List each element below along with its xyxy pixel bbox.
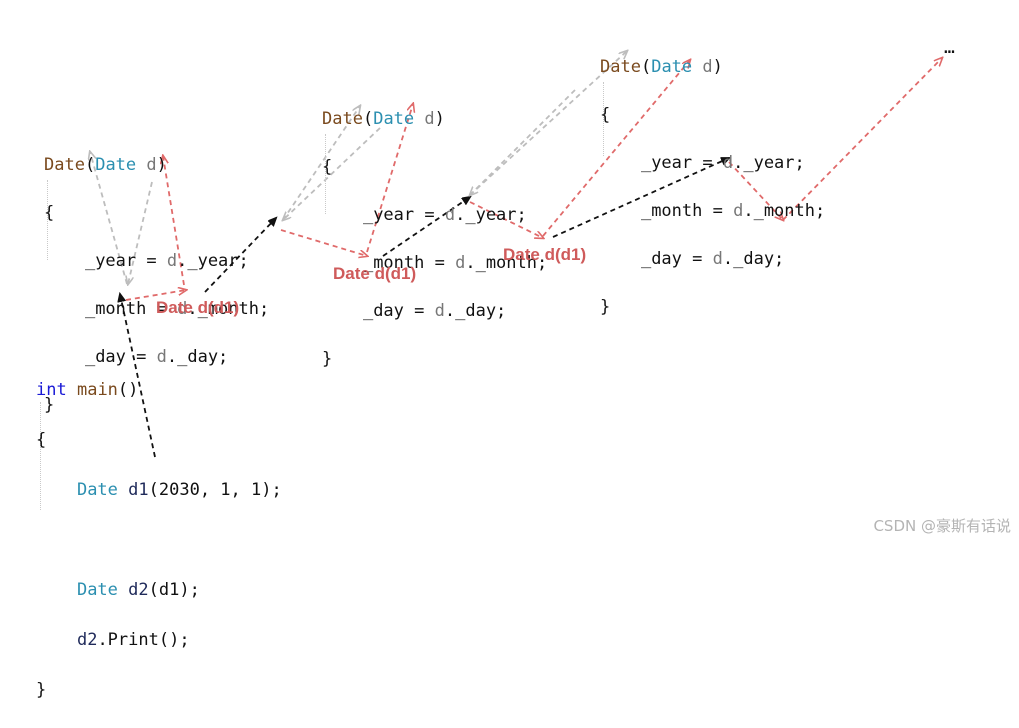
guide-level3 — [603, 82, 604, 156]
body-line-day: _day = d._day; — [84, 347, 229, 367]
close-brace: } — [322, 349, 333, 369]
main-close-brace: } — [36, 680, 47, 700]
gray-arrow-2b — [283, 127, 381, 220]
call-label-level2: Date d(d1) — [333, 264, 417, 283]
red-arrow-3b — [542, 60, 690, 237]
red-arrow-4b — [782, 58, 942, 221]
main-signature: int main() — [36, 380, 139, 400]
body-line-month: _month = d._month; — [640, 201, 826, 221]
red-arrow-1a — [125, 290, 186, 301]
main-line-d2: Date d2(d1); — [76, 580, 200, 600]
copy-constructor-level3: Date(Date d) { _year = d._year; _month =… — [600, 31, 825, 343]
open-brace: { — [600, 105, 611, 125]
body-line-year: _year = d._year; — [84, 251, 249, 271]
copy-constructor-level2: Date(Date d) { _year = d._year; _month =… — [322, 83, 547, 395]
main-blank-line — [36, 528, 282, 553]
main-function-code: int main() { Date d1(2030, 1, 1); Date d… — [36, 353, 282, 728]
watermark: CSDN @豪斯有话说 — [873, 517, 1011, 535]
open-brace: { — [322, 157, 333, 177]
red-arrow-3a — [469, 201, 543, 238]
main-line-d1: Date d1(2030, 1, 1); — [76, 480, 282, 500]
guide-main — [40, 402, 41, 510]
call-arrow-main-to-level1 — [120, 294, 156, 458]
gray-arrow-2a — [282, 106, 360, 221]
call-label-level1: Date d(d1) — [156, 298, 240, 317]
signature: Date(Date d) — [322, 109, 445, 129]
main-line-print: d2.Print(); — [76, 630, 190, 650]
body-line-year: _year = d._year; — [362, 205, 527, 225]
body-line-day: _day = d._day; — [362, 301, 507, 321]
signature: Date(Date d) — [600, 57, 723, 77]
gray-arrow-1a — [90, 152, 128, 285]
call-label-level3: Date d(d1) — [503, 245, 587, 264]
body-line-month: _month = d._month; — [362, 253, 548, 273]
close-brace: } — [44, 395, 55, 415]
guide-level1 — [47, 180, 48, 260]
red-arrow-2b — [366, 104, 413, 253]
body-line-year: _year = d._year; — [640, 153, 805, 173]
call-arrow-level1-to-level2 — [204, 218, 276, 293]
body-line-day: _day = d._day; — [640, 249, 785, 269]
continuation-ellipsis: … — [944, 37, 955, 58]
signature: Date(Date d) — [44, 155, 167, 175]
red-arrow-2a — [280, 229, 367, 256]
copy-constructor-level1: Date(Date d) { _year = d._year; _month =… — [44, 129, 269, 441]
red-arrow-1b — [163, 156, 185, 286]
close-brace: } — [600, 297, 611, 317]
guide-level2 — [325, 134, 326, 214]
red-arrow-4a — [728, 161, 783, 220]
body-line-month: _month = d._month; — [84, 299, 270, 319]
recursion-arrows — [0, 0, 1019, 458]
main-open-brace: { — [36, 430, 47, 450]
open-brace: { — [44, 203, 55, 223]
gray-arrow-3b — [470, 89, 576, 195]
